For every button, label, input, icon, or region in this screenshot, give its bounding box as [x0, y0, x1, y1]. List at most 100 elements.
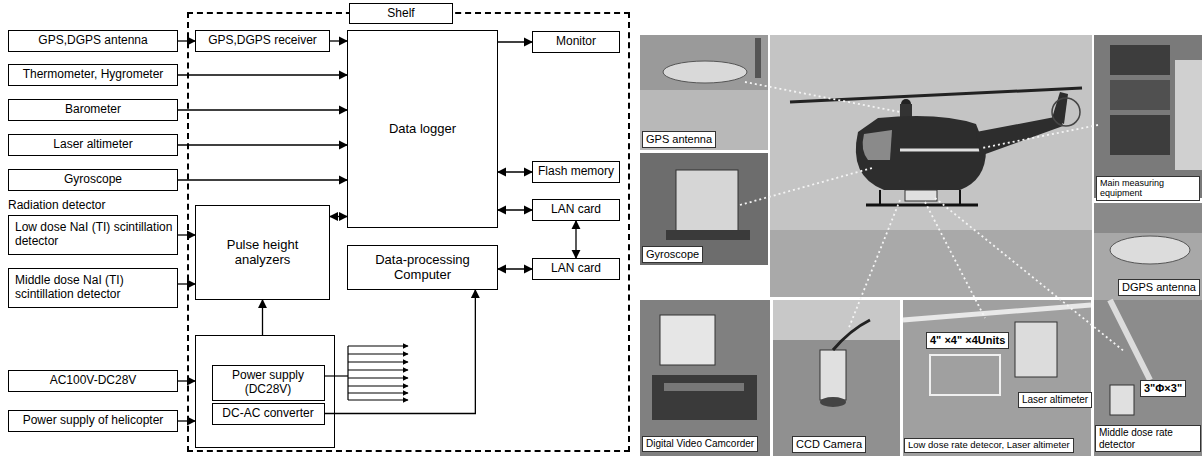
node-text: LAN card	[551, 203, 601, 217]
connector-arrow	[325, 290, 476, 414]
node-text: DC-AC converter	[222, 407, 313, 421]
photo-caption: Digital Video Camcorder	[642, 436, 758, 452]
main-equipment-photo-part	[1110, 80, 1170, 110]
sensor-box: Gyroscope	[8, 169, 178, 191]
middle-dose-detector-photo	[1094, 300, 1202, 456]
dgps-antenna-photo-part	[1094, 203, 1202, 233]
photo-caption: Main measuring equipment	[1096, 176, 1200, 201]
power-box: Power supply of helicopter	[8, 410, 178, 432]
node-text: Gyroscope	[64, 173, 122, 187]
leader-lines-part	[740, 168, 872, 205]
power-bus-symbol-part	[348, 399, 408, 400]
photo-caption: GPS antenna	[642, 131, 716, 148]
part-label: Laser altimeter	[1018, 392, 1092, 408]
ccd-camera-photo-part	[833, 320, 870, 350]
leader-lines-part	[935, 198, 1125, 352]
receiver-box: GPS,DGPS receiver	[195, 30, 330, 52]
node-text: Low dose NaI (TI) scintillation detector	[15, 221, 173, 249]
leader-lines-part	[982, 125, 1098, 148]
leader-lines	[740, 82, 1125, 352]
converter-box: DC-AC converter	[212, 403, 325, 425]
logger-box: Data logger	[347, 30, 498, 228]
camcorder-photo-part	[640, 300, 770, 456]
connector-arrow	[178, 179, 347, 180]
shelf-title: Shelf	[349, 3, 453, 24]
gyroscope-photo-part	[640, 153, 768, 265]
connector-arrow	[262, 300, 263, 335]
ccd-camera-photo-part	[820, 350, 846, 400]
ccd-camera-photo-part	[773, 300, 900, 340]
power-bus-symbol-part	[348, 392, 408, 393]
analyzer-box: Pulse height analyzers	[195, 205, 330, 300]
dgps-antenna-photo-part	[1094, 203, 1202, 300]
device-box: LAN card	[532, 258, 620, 280]
photo-caption: Middle dose rate detector	[1095, 425, 1201, 452]
node-text: Laser altimeter	[53, 138, 132, 152]
power-bus-symbol-part	[348, 369, 408, 370]
dgps-antenna-photo	[1094, 203, 1202, 300]
main-equipment-photo-part	[1110, 115, 1170, 155]
node-text: Pulse height analyzers	[200, 238, 325, 268]
photo-caption: CCD Camera	[792, 436, 866, 453]
node-text: Barometer	[65, 103, 121, 117]
node-text: Data logger	[389, 122, 456, 137]
helicopter-photo-part	[976, 116, 1063, 156]
helicopter-photo-part	[863, 130, 892, 160]
power-unit-box: Power supply (DC28V) DC-AC converter	[195, 335, 335, 448]
middle-dose-detector-photo-part	[1094, 300, 1202, 456]
shelf-frame: ShelfGPS,DGPS receiverData loggerPulse h…	[187, 12, 630, 452]
leader-lines-part	[925, 202, 985, 318]
detector-box: Low dose NaI (TI) scintillation detector	[8, 215, 178, 255]
gyroscope-photo-part	[676, 170, 738, 232]
node-text: LAN card	[551, 262, 601, 276]
dgps-antenna-photo-part	[1110, 236, 1190, 264]
main-equipment-photo-part	[1110, 45, 1170, 75]
gps-antenna-photo	[640, 35, 768, 150]
sensor-box: Barometer	[8, 99, 178, 121]
main-equipment-photo-part	[1094, 35, 1202, 198]
node-text: Monitor	[556, 35, 596, 49]
dimension-label: 4" ×4" ×4Units	[926, 332, 1009, 349]
node-text: Power supply (DC28V)	[217, 369, 320, 397]
helicopter-photo-part	[770, 35, 1092, 297]
sensor-box: Laser altimeter	[8, 134, 178, 156]
device-box: Monitor	[532, 31, 620, 53]
connector-arrow	[498, 171, 532, 172]
helicopter-photo	[770, 35, 1092, 297]
low-dose-detector-photo	[903, 300, 1091, 456]
main-equipment-photo-part	[1175, 60, 1202, 170]
photo-caption: DGPS antenna	[1118, 279, 1200, 296]
power-bus-symbol-part	[348, 345, 408, 346]
node-text: Flash memory	[538, 165, 614, 179]
gps-antenna-photo-part	[663, 61, 747, 83]
photo-caption: Gyroscope	[642, 246, 703, 263]
sensor-box: GPS,DGPS antenna	[8, 30, 178, 52]
low-dose-detector-photo-part	[903, 305, 1091, 320]
node-text: GPS,DGPS antenna	[38, 34, 147, 48]
helicopter-photo-part	[880, 190, 960, 204]
photo-caption: Low dose rate detecor, Laser altimeter	[904, 438, 1074, 453]
camcorder-photo-part	[652, 375, 757, 420]
dimension-label: 3"Φ×3"	[1140, 380, 1186, 397]
gps-antenna-photo-part	[640, 35, 768, 150]
power-bus-symbol-part	[348, 361, 408, 362]
sensor-box: Thermometer, Hygrometer	[8, 64, 178, 86]
connector-arrow	[575, 221, 576, 258]
helicopter-photo-part	[866, 204, 978, 207]
ccd-camera-photo-part	[773, 300, 900, 456]
connector-arrow	[498, 268, 532, 269]
gyroscope-photo	[640, 153, 768, 265]
connector-arrow	[178, 74, 347, 75]
helicopter-photo-part	[1052, 98, 1080, 126]
detector-box: Middle dose NaI (TI) scintillation detec…	[8, 268, 178, 308]
main-equipment-photo	[1094, 35, 1202, 198]
node-text: Thermometer, Hygrometer	[23, 68, 164, 82]
connector-arrow	[498, 41, 532, 42]
low-dose-detector-photo-part	[1015, 322, 1057, 377]
camcorder-photo-part	[664, 383, 744, 391]
node-text: AC100V-DC28V	[50, 374, 137, 388]
middle-dose-detector-photo-part	[1110, 385, 1134, 415]
